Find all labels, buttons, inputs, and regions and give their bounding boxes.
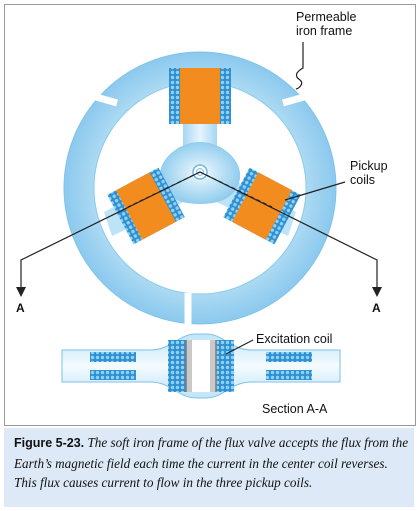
pickup-coil-top: [169, 68, 231, 124]
iron-frame-label: Permeable iron frame: [296, 10, 356, 38]
section-label-left: A: [16, 301, 25, 315]
pickup-coils-label: Pickup coils: [350, 159, 388, 187]
pickup-coil-right: [223, 167, 301, 245]
figure-number: Figure 5-23.: [14, 436, 85, 450]
center-hub: [159, 142, 241, 204]
section-aa-label: Section A-A: [262, 402, 328, 416]
iron-frame-leader: [295, 42, 304, 90]
section-label-right: A: [372, 301, 381, 315]
pickup-coil-left: [107, 167, 185, 245]
caption-background: [4, 428, 414, 507]
iron-frame-label-line2: iron frame: [296, 24, 353, 38]
section-aa-drawing: [61, 333, 341, 399]
pickup-coils-label-line2: coils: [350, 173, 376, 187]
pickup-coils-label-line1: Pickup: [350, 159, 388, 173]
ring-gaps: [88, 91, 312, 324]
excitation-coil-leader: [225, 339, 254, 355]
iron-frame-label-line1: Permeable: [296, 10, 357, 24]
excitation-coil-label: Excitation coil: [256, 332, 333, 346]
section-arrow-left: [16, 287, 26, 297]
section-arrow-right: [372, 287, 382, 297]
section-line: [20, 171, 378, 288]
pickup-coils-leader: [284, 181, 346, 201]
figure-caption: Figure 5-23. The soft iron frame of the …: [14, 433, 410, 493]
caption-text: The soft iron frame of the flux valve ac…: [14, 435, 409, 490]
